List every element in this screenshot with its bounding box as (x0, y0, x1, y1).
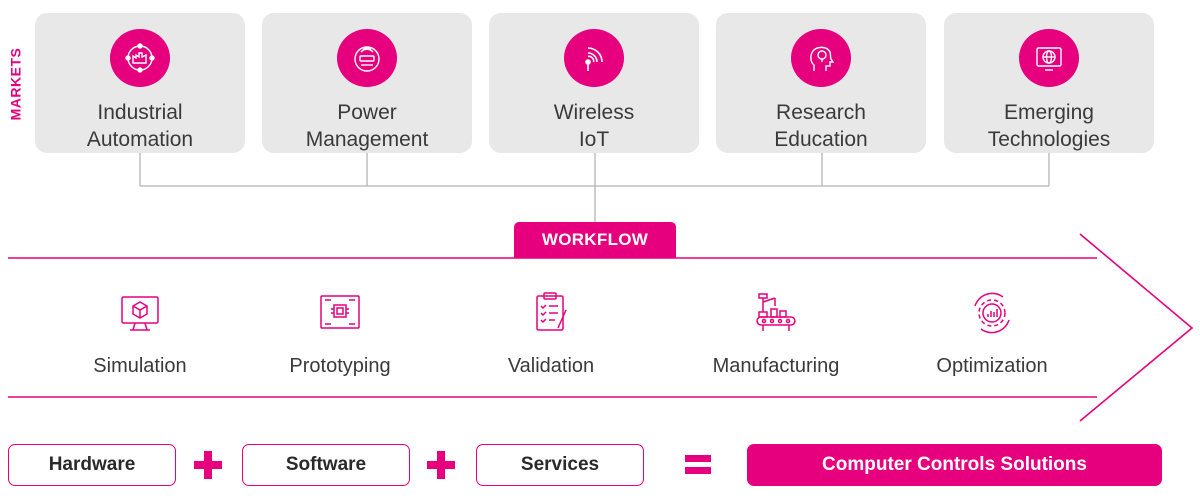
market-card-emerging-technologies: Emerging Technologies (944, 13, 1154, 153)
gear-chart-cycle-icon (969, 290, 1015, 341)
globe-screen-icon (1019, 29, 1079, 87)
markets-label-text: MARKETS (7, 47, 24, 121)
step-label: Simulation (93, 355, 187, 377)
market-title-line2: Technologies (987, 128, 1111, 151)
market-card-industrial-automation: Industrial Automation (35, 13, 245, 153)
step-label: Manufacturing (712, 355, 840, 377)
equation-result-box: Computer Controls Solutions (747, 444, 1162, 486)
wireless-signal-icon (564, 29, 624, 87)
circuit-board-icon (317, 290, 363, 341)
equation-result-label: Computer Controls Solutions (822, 454, 1087, 475)
step-label: Prototyping (289, 355, 391, 377)
power-meter-icon (337, 29, 397, 87)
market-title-line1: Power (337, 101, 397, 124)
workflow-step-simulation: Simulation (50, 290, 230, 378)
market-title-line1: Emerging (1004, 101, 1094, 124)
workflow-badge: WORKFLOW (514, 222, 676, 258)
equation-software-box: Software (242, 444, 410, 486)
equation-hardware-box: Hardware (8, 444, 176, 486)
equation-hardware-label: Hardware (48, 454, 136, 475)
equals-icon (685, 455, 711, 474)
market-card-power-management: Power Management (262, 13, 472, 153)
workflow-step-prototyping: Prototyping (250, 290, 430, 378)
simulation-monitor-icon (117, 290, 163, 341)
market-title-line2: Automation (86, 128, 194, 151)
workflow-label: WORKFLOW (541, 230, 649, 249)
market-title-line1: Wireless (553, 101, 635, 124)
market-title-line1: Research (776, 101, 866, 124)
market-title-line1: Industrial (97, 101, 183, 124)
market-title-line2: IoT (578, 128, 610, 151)
factory-network-icon (110, 29, 170, 87)
plus-icon (427, 451, 455, 479)
step-label: Validation (507, 355, 595, 377)
step-label: Optimization (936, 355, 1048, 377)
market-card-research-education: Research Education (716, 13, 926, 153)
equation-services-box: Services (476, 444, 644, 486)
workflow-step-validation: Validation (461, 290, 641, 378)
idea-head-icon (791, 29, 851, 87)
equation-services-label: Services (520, 454, 600, 475)
market-title-line2: Education (774, 128, 868, 151)
checklist-clipboard-icon (528, 290, 574, 341)
robotic-arm-conveyor-icon (753, 290, 799, 341)
plus-icon (194, 451, 222, 479)
workflow-step-manufacturing: Manufacturing (686, 290, 866, 378)
equation-software-label: Software (285, 454, 367, 475)
workflow-step-optimization: Optimization (902, 290, 1082, 378)
market-card-wireless-iot: Wireless IoT (489, 13, 699, 153)
markets-label: MARKETS (3, 36, 27, 132)
market-title-line2: Management (305, 128, 429, 151)
